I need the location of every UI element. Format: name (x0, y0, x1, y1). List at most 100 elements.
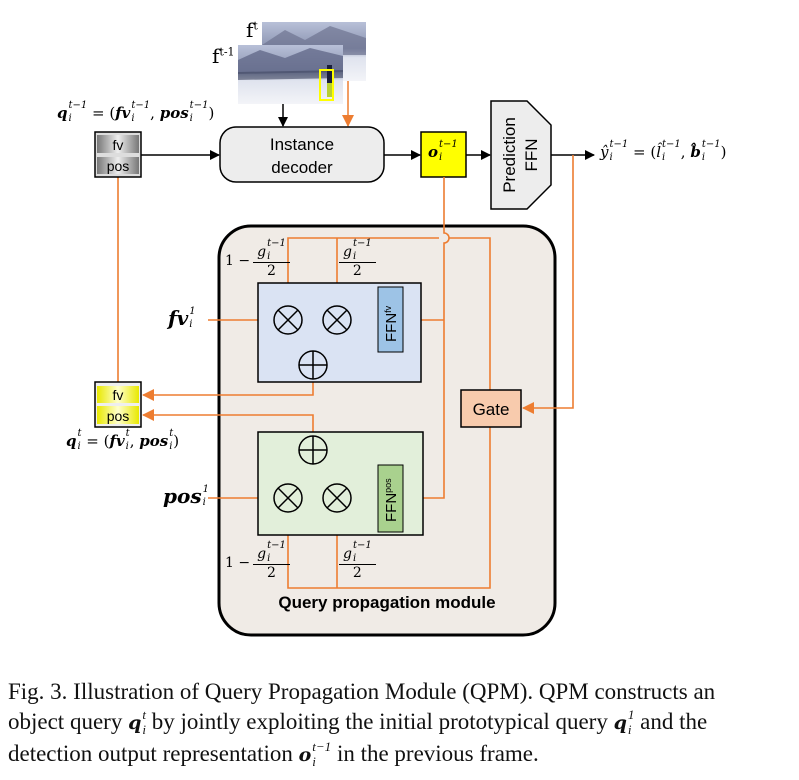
math-superscript: t (125, 428, 130, 439)
arrow-fv-sum-to-query (142, 379, 314, 401)
math-text: , (129, 432, 140, 450)
math-text: = ( (628, 143, 657, 161)
gate-box (460, 389, 522, 428)
qpm-title: Query propagation module (278, 593, 495, 612)
math-subscript: i (202, 496, 206, 508)
math-superscript: t (77, 428, 82, 439)
math-superscript: 1 (189, 305, 196, 317)
math-text: ) (720, 143, 727, 161)
math-superscript: t−1 (701, 139, 721, 150)
math-subscript: i (169, 441, 173, 452)
ffn-pos-box (377, 464, 404, 533)
math-symbol: q (57, 104, 68, 122)
math-symbol: o (428, 143, 439, 161)
arrow-gate-to-pos-mult1 (282, 427, 491, 589)
math-superscript: t−1 (609, 139, 629, 150)
frame-previous-image (238, 45, 343, 104)
math-symbol: q (66, 432, 77, 450)
math-superscript: t−1 (131, 100, 151, 111)
previous-query-pos-row: pos (107, 158, 130, 174)
instance-decoder-label-1: Instance (270, 135, 334, 154)
frame-current-label: ft (246, 18, 258, 42)
math-subscript: i (609, 152, 613, 163)
caption-line-1: Fig. 3. Illustration of Query Propagatio… (8, 679, 716, 704)
math-symbol: b̂ (690, 143, 701, 161)
detection-box (319, 69, 334, 101)
add-icon (298, 435, 328, 465)
add-icon (298, 350, 328, 380)
math-symbol: pos (139, 432, 169, 450)
math-text: = ( (81, 432, 110, 450)
math-text: ) (173, 432, 180, 450)
math-text: ) (208, 104, 215, 122)
new-query-box: fv pos (94, 381, 142, 428)
math-superscript: t−1 (312, 738, 332, 754)
math-symbol: fv (115, 104, 131, 122)
math-subscript: i (627, 721, 632, 737)
math-subscript: i (189, 113, 193, 124)
new-query-fv-row: fv (113, 387, 124, 403)
arrow-pos-sum-to-query (142, 409, 314, 436)
instance-decoder-box (219, 126, 385, 183)
math-superscript: t−1 (189, 100, 209, 111)
math-superscript: t−1 (439, 139, 458, 150)
instance-decoder-label-2: decoder (271, 158, 333, 177)
math-subscript: i (662, 152, 666, 163)
math-subscript: i (142, 721, 146, 737)
math-subscript: i (125, 441, 129, 452)
math-subscript: i (68, 113, 72, 124)
output-representation-box (420, 131, 467, 178)
multiply-icon (273, 305, 303, 335)
ffn-fv-box (377, 286, 404, 353)
previous-query-box: fv pos (94, 131, 142, 178)
math-subscript: i (131, 113, 135, 124)
new-query-pos-row: pos (107, 408, 130, 424)
frame-previous-label: ft-1 (212, 44, 235, 68)
math-symbol: q (613, 712, 627, 734)
multiply-icon (273, 483, 303, 513)
arrow-prediction-to-gate (522, 155, 574, 414)
math-symbol: fv (168, 306, 189, 330)
math-subscript: i (189, 318, 193, 330)
arrow-output-to-ffn-pos (404, 177, 450, 504)
math-symbol: l̂ (656, 143, 662, 161)
math-symbol: o (298, 744, 312, 766)
math-symbol: ŷ (600, 143, 609, 161)
math-superscript: 1 (627, 706, 635, 722)
math-symbol: q (128, 712, 142, 734)
math-symbol: pos (163, 484, 202, 508)
prediction-ffn-box (490, 100, 552, 210)
ffn-pos-label: FFNpos (383, 478, 400, 522)
math-subscript: i (312, 753, 316, 769)
math-superscript: t−1 (68, 100, 88, 111)
prediction-ffn-label-2: FFN (522, 138, 541, 171)
math-subscript: i (701, 152, 706, 163)
math-text: , (680, 143, 691, 161)
math-superscript: t (142, 706, 146, 722)
previous-query-fv-row: fv (113, 137, 124, 153)
multiply-icon (322, 305, 352, 335)
math-subscript: i (439, 152, 443, 163)
math-superscript: 1 (202, 483, 209, 495)
ffn-fv-label: FFNfv (383, 305, 400, 342)
prediction-ffn-label-1: Prediction (500, 117, 519, 193)
math-superscript: t−1 (662, 139, 681, 150)
gate-label: Gate (473, 400, 510, 419)
math-text: = ( (87, 104, 116, 122)
math-superscript: t (169, 428, 174, 439)
